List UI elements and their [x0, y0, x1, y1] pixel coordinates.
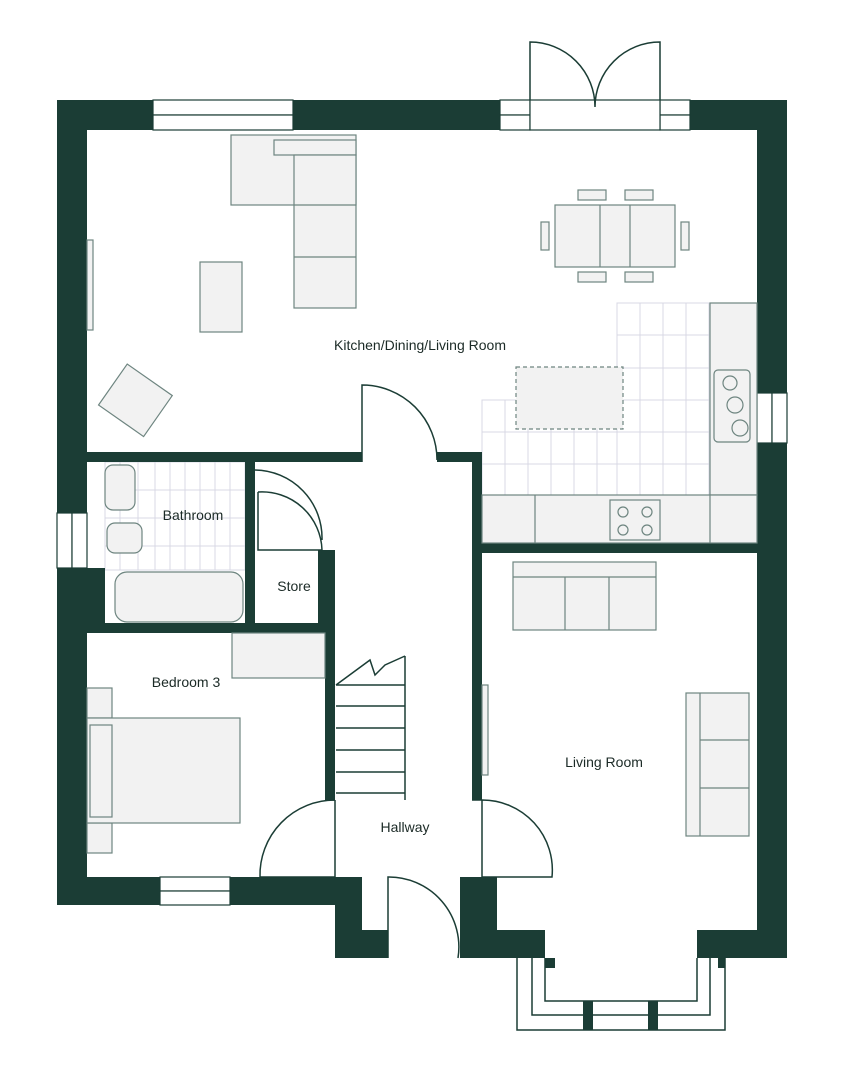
label-bedroom-3: Bedroom 3: [152, 674, 221, 690]
windows: [56, 99, 788, 1031]
label-living-room: Living Room: [565, 754, 643, 770]
label-bathroom: Bathroom: [163, 507, 224, 523]
label-store: Store: [277, 578, 311, 594]
door-swings: [254, 41, 661, 959]
label-kitchen: Kitchen/Dining/Living Room: [334, 337, 506, 353]
walls: [57, 100, 787, 968]
label-hallway: Hallway: [380, 819, 429, 835]
furniture: [86, 134, 758, 854]
